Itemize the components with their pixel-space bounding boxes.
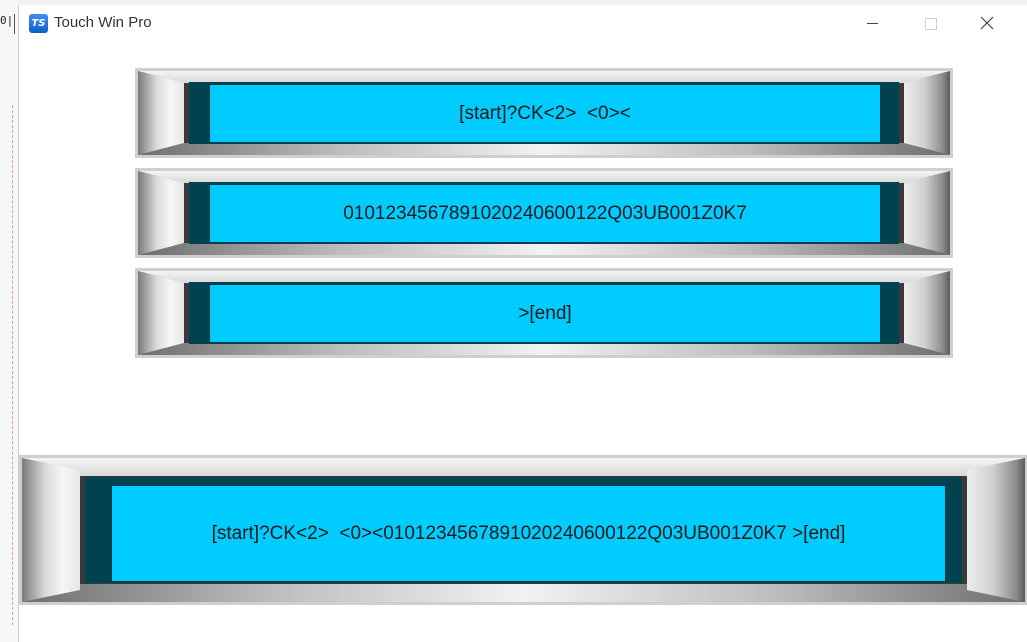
bezel-top (22, 458, 1025, 476)
close-icon (980, 16, 994, 30)
display-panel-2: 0101234567891020240600122Q03UB001Z0K7 (135, 168, 953, 258)
background-ruler-guide (12, 105, 15, 625)
bezel-top (138, 271, 950, 283)
bezel-bottom (138, 243, 950, 255)
minimize-icon (867, 23, 878, 24)
display-panel-1: [start]?CK<2> <0>< (135, 68, 953, 158)
app-logo-icon: TS (29, 14, 48, 33)
touch-win-pro-window: TS Touch Win Pro [start]?CK<2> <0>< 0 (18, 5, 1027, 642)
bezel-bottom (22, 584, 1025, 602)
title-bar[interactable]: TS Touch Win Pro (19, 5, 1027, 41)
bezel-right (904, 71, 950, 155)
maximize-icon (925, 18, 937, 30)
bezel-right (904, 271, 950, 355)
bezel-left (138, 71, 184, 155)
bezel-left (22, 458, 80, 602)
display-panel-3: >[end] (135, 268, 953, 358)
background-edge-label: 0| (0, 14, 15, 34)
bezel-bottom (138, 143, 950, 155)
bezel-top (138, 71, 950, 83)
bezel-bottom (138, 343, 950, 355)
minimize-button[interactable] (849, 5, 895, 41)
bezel-left (138, 271, 184, 355)
display-text-1: [start]?CK<2> <0>< (209, 84, 881, 143)
close-button[interactable] (964, 5, 1010, 41)
display-text-3: >[end] (209, 284, 881, 343)
background-app-edge: 0| (0, 0, 18, 642)
window-title: Touch Win Pro (54, 14, 152, 31)
bezel-right (904, 171, 950, 255)
background-toolbar (0, 0, 1027, 6)
maximize-button[interactable] (907, 5, 953, 41)
bezel-top (138, 171, 950, 183)
display-text-combined: [start]?CK<2> <0><0101234567891020240600… (111, 485, 946, 582)
bezel-right (967, 458, 1025, 602)
display-panel-combined: [start]?CK<2> <0><0101234567891020240600… (19, 455, 1027, 605)
display-text-2: 0101234567891020240600122Q03UB001Z0K7 (209, 184, 881, 243)
bezel-left (138, 171, 184, 255)
